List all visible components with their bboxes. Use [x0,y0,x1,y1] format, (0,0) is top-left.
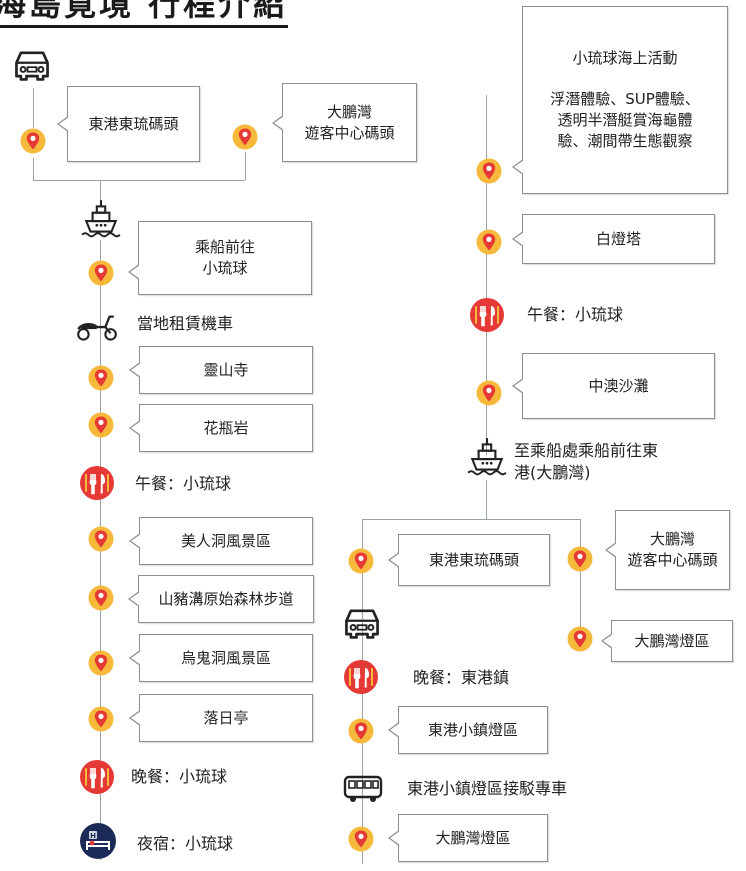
transport-label: 至乘船處乘船前往東 港(大鵬灣) [514,440,658,484]
pin-icon [20,128,46,154]
pin-icon [88,365,114,391]
car-icon [12,48,52,82]
meal-label: 午餐：小琉球 [135,474,232,493]
car-icon [342,606,382,640]
pin-icon [348,548,374,574]
stop-callout: 烏鬼洞風景區 [129,634,313,682]
pin-icon [567,546,593,572]
stop-label: 烏鬼洞風景區 [180,648,271,667]
meal-icon [80,466,114,500]
scooter-icon [74,310,120,342]
stop-label: 東港東琉碼頭 [428,550,519,569]
pin-icon [476,380,502,406]
stop-label: 大鵬灣燈區 [634,631,710,650]
route-line [486,480,487,520]
stop-callout: 大鵬灣 遊客中心碼頭 [605,510,730,590]
bus-icon [342,774,384,804]
transport-label-line2: 港(大鵬灣) [514,463,591,482]
pin-icon [476,229,502,255]
meal-icon [344,660,378,694]
pin-icon [348,826,374,852]
stop-label: 中澳沙灘 [588,376,649,395]
route-line [245,152,246,180]
meal-label: 午餐：小琉球 [527,305,624,324]
pin-icon [88,412,114,438]
stop-label: 花瓶岩 [203,418,249,437]
stop-callout: 中澳沙灘 [512,353,715,419]
route-line [33,158,34,180]
activity-desc: 浮潛體驗、SUP體驗、 [550,90,700,108]
stop-callout: 東港小鎮燈區 [388,706,548,754]
stop-label: 山豬溝原始森林步道 [158,589,294,608]
stop-label: 遊客中心碼頭 [304,123,395,142]
stop-callout: 美人洞風景區 [129,517,313,565]
stop-callout: 花瓶岩 [129,404,313,452]
meal-label: 晚餐：東港鎮 [413,668,510,687]
activity-desc: 驗、潮間帶生態觀察 [557,132,693,150]
route-line [33,180,245,181]
transport-label: 東港小鎮燈區接駁專車 [407,779,568,798]
stop-label: 落日亭 [203,708,249,727]
meal-icon [470,298,504,332]
route-line [362,519,580,520]
stop-callout: 大鵬灣 遊客中心碼頭 [272,83,417,162]
activity-callout: 小琉球海上活動 浮潛體驗、SUP體驗、 透明半潛艇賞海龜體 驗、潮間帶生態觀察 [512,6,728,194]
meal-label: 晚餐：小琉球 [131,767,228,786]
pin-icon [348,718,374,744]
stop-label: 靈山寺 [203,360,249,379]
pin-icon [88,585,114,611]
stop-callout: 東港東琉碼頭 [388,534,550,586]
stop-label: 東港小鎮燈區 [427,720,518,739]
transport-label: 當地租賃機車 [137,314,234,333]
stop-callout: 落日亭 [129,694,313,742]
pin-icon [88,526,114,552]
activity-title: 小琉球海上活動 [572,49,678,67]
activity-desc: 透明半潛艇賞海龜體 [557,111,693,129]
stop-callout: 大鵬灣燈區 [388,814,548,862]
transport-label-line1: 至乘船處乘船前往東 [514,441,659,460]
ship-icon [80,198,122,240]
stay-label: 夜宿：小琉球 [137,834,234,853]
stop-label: 大鵬灣燈區 [435,828,511,847]
pin-icon [88,260,114,286]
stop-callout: 乘船前往 小琉球 [128,221,312,295]
stop-callout: 東港東琉碼頭 [57,86,200,162]
stop-label: 美人洞風景區 [180,531,271,550]
stop-label: 乘船前往 [194,238,255,256]
pin-icon [88,650,114,676]
stop-label: 小琉球 [202,259,248,277]
pin-icon [476,158,502,184]
ship-icon [466,436,508,478]
pin-icon [232,124,258,150]
meal-icon [80,760,114,794]
route-line [486,95,487,455]
page-title: 海島覓境 行程介紹 [0,0,289,28]
pin-icon [567,626,593,652]
stop-callout: 大鵬灣燈區 [601,620,733,662]
stop-label: 大鵬灣 [649,530,695,548]
stop-callout: 山豬溝原始森林步道 [128,575,314,623]
stop-label: 白燈塔 [595,229,641,248]
route-line [33,88,34,128]
route-line [100,180,101,200]
route-line [580,519,581,629]
stop-callout: 白燈塔 [512,214,715,264]
stop-label: 遊客中心碼頭 [627,551,718,569]
stop-label: 東港東琉碼頭 [88,114,179,133]
hotel-icon [80,823,116,859]
stop-callout: 靈山寺 [129,346,313,394]
stop-label: 大鵬灣 [326,102,372,121]
pin-icon [88,706,114,732]
